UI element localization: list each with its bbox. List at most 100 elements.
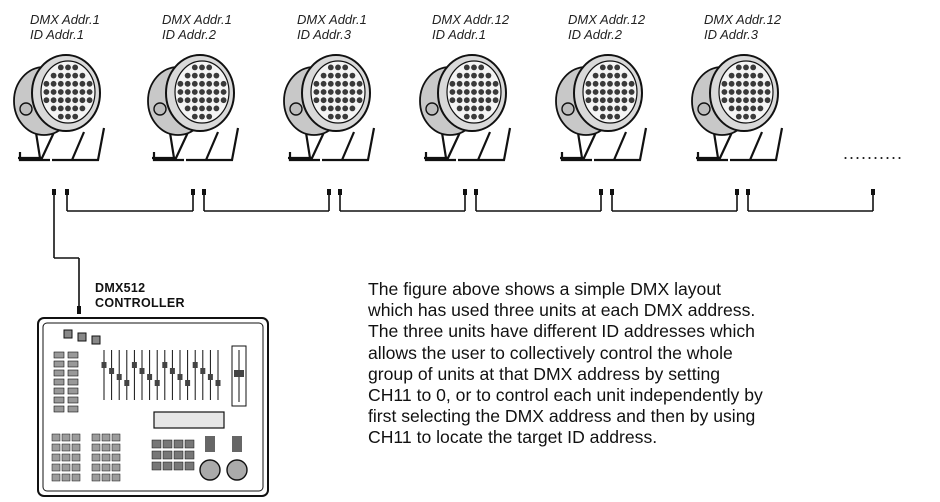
fixture-led xyxy=(607,97,613,104)
controller-key xyxy=(61,463,71,472)
fixture-led xyxy=(478,97,485,104)
fixture-led xyxy=(335,113,341,120)
fixture-6-dmx-address: DMX Addr.12 xyxy=(704,12,782,27)
fixture-led xyxy=(50,72,57,79)
controller-function-key xyxy=(173,461,184,471)
fixture-led xyxy=(86,80,93,87)
controller-fader xyxy=(169,368,175,374)
controller-label-line2: CONTROLLER xyxy=(95,296,185,310)
fixture-led xyxy=(743,64,749,71)
fixture-led xyxy=(199,89,205,95)
fixture-led xyxy=(485,97,492,104)
fixture-led xyxy=(728,72,735,79)
controller-key xyxy=(51,463,61,472)
fixture-led xyxy=(342,64,349,71)
controller-knob xyxy=(77,332,87,342)
fixture-led xyxy=(65,97,71,104)
fixture-2-label: DMX Addr.1 ID Addr.2 xyxy=(162,12,232,42)
fixture-led xyxy=(43,97,50,104)
fixture-led xyxy=(356,80,363,87)
controller-key xyxy=(101,433,111,442)
fixture-led xyxy=(184,97,191,104)
controller-button xyxy=(67,369,79,377)
controller-key xyxy=(111,453,121,462)
controller-display xyxy=(153,411,225,429)
fixture-led xyxy=(349,72,356,79)
fixture-led xyxy=(478,89,485,95)
controller-function-key xyxy=(184,450,195,460)
fixture-3-label: DMX Addr.1 ID Addr.3 xyxy=(297,12,367,42)
fixture-led xyxy=(72,97,79,104)
controller-button xyxy=(67,405,79,413)
fixture-led xyxy=(607,64,613,71)
fixture-led xyxy=(349,97,356,104)
fixture-led xyxy=(313,80,320,87)
fixture-led xyxy=(213,89,220,95)
fixture-led xyxy=(327,64,334,71)
fixture-led xyxy=(199,80,205,87)
fixture-led xyxy=(213,80,220,87)
fixture-led xyxy=(313,97,320,104)
fixture-led xyxy=(757,97,764,104)
fixture-knob xyxy=(289,102,303,116)
fixture-knob xyxy=(697,102,711,116)
fixture-led xyxy=(478,113,485,120)
fixture-5-id-address: ID Addr.2 xyxy=(568,27,622,42)
fixture-led xyxy=(72,113,79,120)
controller-key xyxy=(101,453,111,462)
dmx-controller xyxy=(37,317,269,497)
controller-key xyxy=(61,443,71,452)
fixture-led xyxy=(199,113,205,120)
fixture-led xyxy=(735,89,742,95)
controller-key xyxy=(51,443,61,452)
fixture-stand xyxy=(322,127,376,162)
controller-button xyxy=(53,378,65,386)
controller-key xyxy=(71,463,81,472)
fixture-led xyxy=(485,80,492,87)
fixture-led xyxy=(721,80,728,87)
description-line-7: first selecting the DMX address and then… xyxy=(368,406,756,427)
fixture-led xyxy=(177,97,184,104)
par-fixture-4 xyxy=(419,54,512,162)
cable-connector xyxy=(202,189,206,195)
cable-connector xyxy=(327,189,331,195)
cable-connector xyxy=(474,189,478,195)
controller-button xyxy=(67,378,79,386)
fixture-led xyxy=(57,72,64,79)
description-line-4: allows the user to collectively control … xyxy=(368,342,733,363)
continuation-dots: .......... xyxy=(843,143,904,163)
controller-joystick xyxy=(205,436,215,452)
controller-key xyxy=(91,473,101,482)
controller-function-key xyxy=(173,439,184,449)
controller-key xyxy=(111,433,121,442)
controller-key xyxy=(91,463,101,472)
fixture-led xyxy=(191,89,198,95)
fixture-led xyxy=(757,72,764,79)
controller-connector xyxy=(77,306,81,314)
controller-function-key xyxy=(162,439,173,449)
cable-connector xyxy=(735,189,739,195)
controller-function-key xyxy=(151,461,162,471)
fixture-led xyxy=(764,97,771,104)
fixture-led xyxy=(607,113,613,120)
fixture-led xyxy=(199,105,205,112)
fixture-led xyxy=(735,72,742,79)
controller-fader xyxy=(162,362,168,368)
fixture-led xyxy=(184,72,191,79)
fixture-led xyxy=(463,72,470,79)
controller-label: DMX512 CONTROLLER xyxy=(95,281,185,311)
fixture-led xyxy=(735,105,742,112)
controller-key xyxy=(111,443,121,452)
fixture-led xyxy=(79,105,86,112)
controller-wheel xyxy=(226,459,248,481)
controller-key xyxy=(111,473,121,482)
fixture-led xyxy=(43,80,50,87)
cable-connector xyxy=(65,189,69,195)
fixture-knob xyxy=(425,102,439,116)
fixture-led xyxy=(743,80,749,87)
fixture-led xyxy=(735,64,742,71)
par-fixture-1 xyxy=(13,54,106,162)
fixture-led xyxy=(57,89,64,95)
fixture-led xyxy=(599,89,606,95)
